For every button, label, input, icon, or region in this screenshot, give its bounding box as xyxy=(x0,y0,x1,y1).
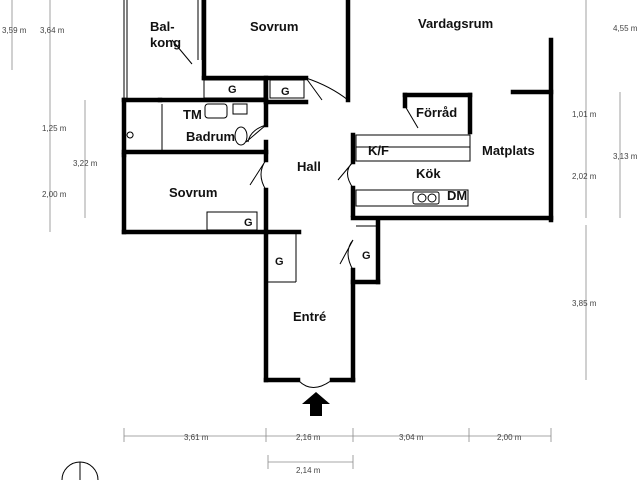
walls xyxy=(121,0,554,383)
stove-icon xyxy=(412,191,440,205)
sink-icon xyxy=(204,103,228,119)
dimension-labels: 3,59 m 3,64 m 1,25 m 3,22 m 2,00 m 4,55 … xyxy=(2,24,638,475)
dim-bottom-1: 3,61 m xyxy=(184,433,209,442)
dim-bottom-4: 2,00 m xyxy=(497,433,522,442)
closet-labels: G G G G G xyxy=(228,84,371,268)
bath-drain-icon xyxy=(126,131,134,139)
dim-right-3: 3,13 m xyxy=(613,152,638,161)
room-label-vardagsrum: Vardagsrum xyxy=(418,16,493,31)
room-label-kf: K/F xyxy=(368,143,389,158)
fixtures xyxy=(126,79,440,231)
dim-right-4: 2,02 m xyxy=(572,172,597,181)
room-label-dm: DM xyxy=(447,188,467,203)
closet-label: G xyxy=(275,256,284,268)
dimension-lines xyxy=(11,0,621,469)
dim-left-5: 2,00 m xyxy=(42,190,67,199)
compass-icon xyxy=(61,461,99,480)
entrance-arrow-icon xyxy=(302,392,330,416)
room-labels: Bal- kong Sovrum Vardagsrum TM Badrum Fö… xyxy=(150,16,535,324)
dim-left-2: 3,64 m xyxy=(40,26,65,35)
closet-label: G xyxy=(228,84,237,96)
door-swings xyxy=(171,39,419,388)
closet-label: G xyxy=(244,217,253,229)
dim-bottom-3: 3,04 m xyxy=(399,433,424,442)
room-label-matplats: Matplats xyxy=(482,143,535,158)
dim-left-1: 3,59 m xyxy=(2,26,27,35)
dim-left-3: 1,25 m xyxy=(42,124,67,133)
room-label-balkong: Bal- xyxy=(150,19,175,34)
dim-left-4: 3,22 m xyxy=(73,159,98,168)
room-label-kok: Kök xyxy=(416,166,441,181)
closet-label: G xyxy=(281,86,290,98)
room-label-sovrum-bottom: Sovrum xyxy=(169,185,217,200)
room-label-badrum: Badrum xyxy=(186,129,235,144)
closet-label: G xyxy=(362,250,371,262)
room-label-hall: Hall xyxy=(297,159,321,174)
dim-right-5: 3,85 m xyxy=(572,299,597,308)
room-label-sovrum-top: Sovrum xyxy=(250,19,298,34)
dim-right-2: 1,01 m xyxy=(572,110,597,119)
dim-right-1: 4,55 m xyxy=(613,24,638,33)
room-label-tm: TM xyxy=(183,107,202,122)
room-label-entre: Entré xyxy=(293,309,326,324)
toilet-icon xyxy=(234,126,248,146)
room-label-forrad: Förråd xyxy=(416,105,457,120)
dim-bottom-2: 2,16 m xyxy=(296,433,321,442)
room-label-balkong-2: kong xyxy=(150,35,181,50)
dim-bottom-5: 2,14 m xyxy=(296,466,321,475)
